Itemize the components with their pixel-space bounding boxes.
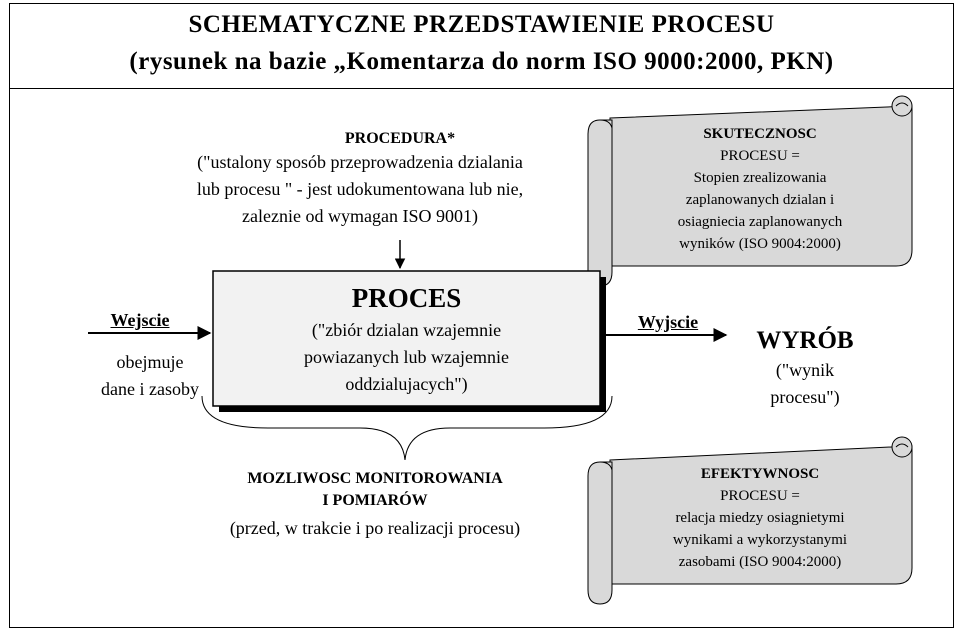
wejscie-line-1: obejmuje xyxy=(116,352,184,372)
skutecznosc-line-5: wyników (ISO 9004:2000) xyxy=(679,236,841,252)
title-line-1: SCHEMATYCZNE PRZEDSTAWIENIE PROCESU xyxy=(188,11,775,38)
monitorowanie-title-line-2: I POMIARÓW xyxy=(322,492,428,509)
efektywnosc-title: EFEKTYWNOSC xyxy=(700,466,820,482)
procedura-line-1: ("ustalony sposób przeprowadzenia dziala… xyxy=(197,152,523,172)
skutecznosc-line-1: PROCESU = xyxy=(720,148,800,164)
proces-line-2: powiazanych lub wzajemnie xyxy=(304,347,509,367)
skutecznosc-title: SKUTECZNOSC xyxy=(703,126,817,142)
skutecznosc-line-4: osiagniecia zaplanowanych xyxy=(677,214,843,230)
wyrob-line-2: procesu") xyxy=(770,387,840,407)
proces-line-1: ("zbiór dzialan wzajemnie xyxy=(311,320,502,340)
wyjscie-label: Wyjscie xyxy=(637,312,699,332)
header-divider xyxy=(9,88,954,89)
monitorowanie-line-1: (przed, w trakcie i po realizacji proces… xyxy=(229,518,521,538)
efektywnosc-scroll xyxy=(587,436,913,605)
efektywnosc-line-4: zasobami (ISO 9004:2000) xyxy=(678,554,842,570)
monitoring-brace xyxy=(201,395,613,461)
monitorowanie-title-line-1: MOZLIWOSC MONITOROWANIA xyxy=(247,470,503,487)
efektywnosc-line-1: PROCESU = xyxy=(720,488,800,504)
efektywnosc-line-2: relacja miedzy osiagnietymi xyxy=(675,510,845,526)
wyrob-title: WYRÓB xyxy=(756,327,854,354)
skutecznosc-line-3: zaplanowanych dzialan i xyxy=(685,192,835,208)
wejscie-label: Wejscie xyxy=(110,310,170,330)
proces-title: PROCES xyxy=(351,283,462,313)
procedura-line-3: zaleznie od wymagan ISO 9001) xyxy=(242,206,478,226)
wyrob-line-1: ("wynik xyxy=(775,360,835,380)
procedura-title: PROCEDURA* xyxy=(344,130,456,147)
wejscie-line-2: dane i zasoby xyxy=(101,379,199,399)
procedura-line-2: lub procesu " - jest udokumentowana lub … xyxy=(196,179,524,199)
skutecznosc-line-2: Stopien zrealizowania xyxy=(693,170,827,186)
efektywnosc-line-3: wynikami a wykorzystanymi xyxy=(672,532,848,548)
title-line-2: (rysunek na bazie „Komentarza do norm IS… xyxy=(129,48,834,75)
proces-box xyxy=(212,270,601,407)
proces-line-3: oddzialujacych") xyxy=(345,374,468,394)
